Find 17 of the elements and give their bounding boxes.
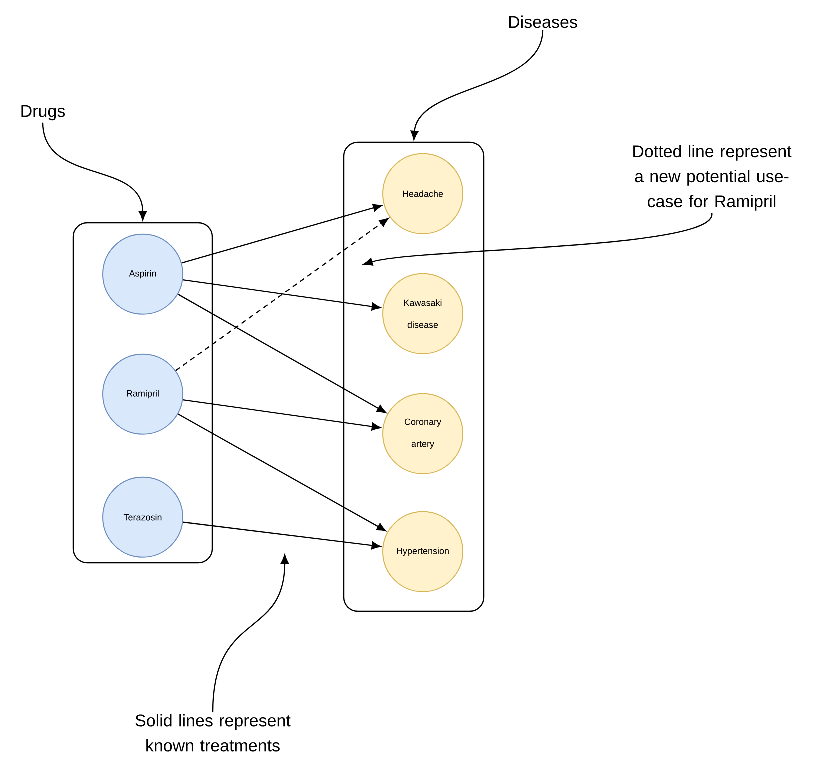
arrow bbox=[182, 204, 382, 264]
annotation-text: Solid lines represent known treatments bbox=[136, 714, 291, 752]
leader-line bbox=[42, 122, 147, 221]
arrow bbox=[178, 294, 386, 414]
arrow bbox=[183, 279, 382, 311]
leader-line bbox=[410, 30, 544, 140]
group-box bbox=[72, 222, 214, 564]
annotation-text: Diseases bbox=[509, 16, 578, 28]
arrow bbox=[178, 414, 386, 532]
group-box bbox=[343, 142, 485, 612]
leader-line bbox=[364, 212, 713, 266]
annotation-text: Drugs bbox=[22, 105, 66, 121]
leader-line bbox=[212, 554, 290, 712]
annotation-text: Dotted line represent a new potential use-case for Ramipril bbox=[634, 145, 792, 211]
arrow bbox=[176, 218, 389, 372]
arrow bbox=[183, 522, 382, 550]
arrow bbox=[183, 399, 382, 431]
